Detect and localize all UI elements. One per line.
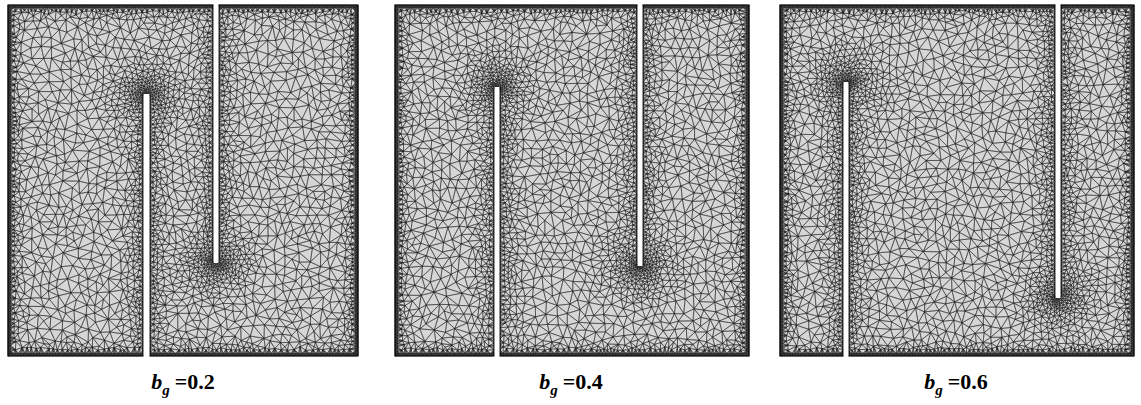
slit-gap bbox=[638, 4, 643, 266]
slit-gap bbox=[1056, 4, 1061, 298]
subscript-text: g bbox=[550, 382, 558, 398]
mesh-panel bbox=[395, 4, 749, 357]
symbol-text: b bbox=[539, 369, 550, 394]
mesh-panel bbox=[8, 4, 358, 357]
triangle-mesh bbox=[395, 5, 749, 356]
mesh-panel bbox=[780, 4, 1134, 357]
parameter-label: bg =0.4 bbox=[539, 368, 603, 404]
symbol-text: b bbox=[151, 369, 162, 394]
parameter-label: bg =0.6 bbox=[924, 368, 988, 404]
domain-outline bbox=[8, 5, 358, 356]
subscript-text: g bbox=[162, 382, 170, 398]
domain-outline bbox=[780, 5, 1134, 356]
parameter-label: bg =0.2 bbox=[151, 368, 215, 404]
value-text: =0.4 bbox=[563, 369, 603, 394]
slit-gap bbox=[214, 4, 219, 263]
domain-outline bbox=[395, 5, 749, 356]
value-text: =0.6 bbox=[948, 369, 988, 394]
triangle-mesh bbox=[8, 5, 358, 356]
slit-gap bbox=[144, 94, 150, 357]
triangle-mesh bbox=[780, 5, 1134, 356]
slit-gap bbox=[844, 82, 849, 357]
slit-gap bbox=[495, 87, 500, 357]
subscript-text: g bbox=[935, 382, 943, 398]
value-text: =0.2 bbox=[175, 369, 215, 394]
symbol-text: b bbox=[924, 369, 935, 394]
